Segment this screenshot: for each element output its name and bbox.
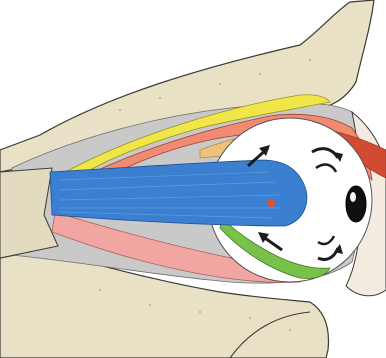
cornea — [346, 186, 366, 222]
cornea-highlight — [350, 192, 356, 202]
optic-nerve — [50, 160, 307, 226]
fovea-marker — [267, 199, 275, 207]
